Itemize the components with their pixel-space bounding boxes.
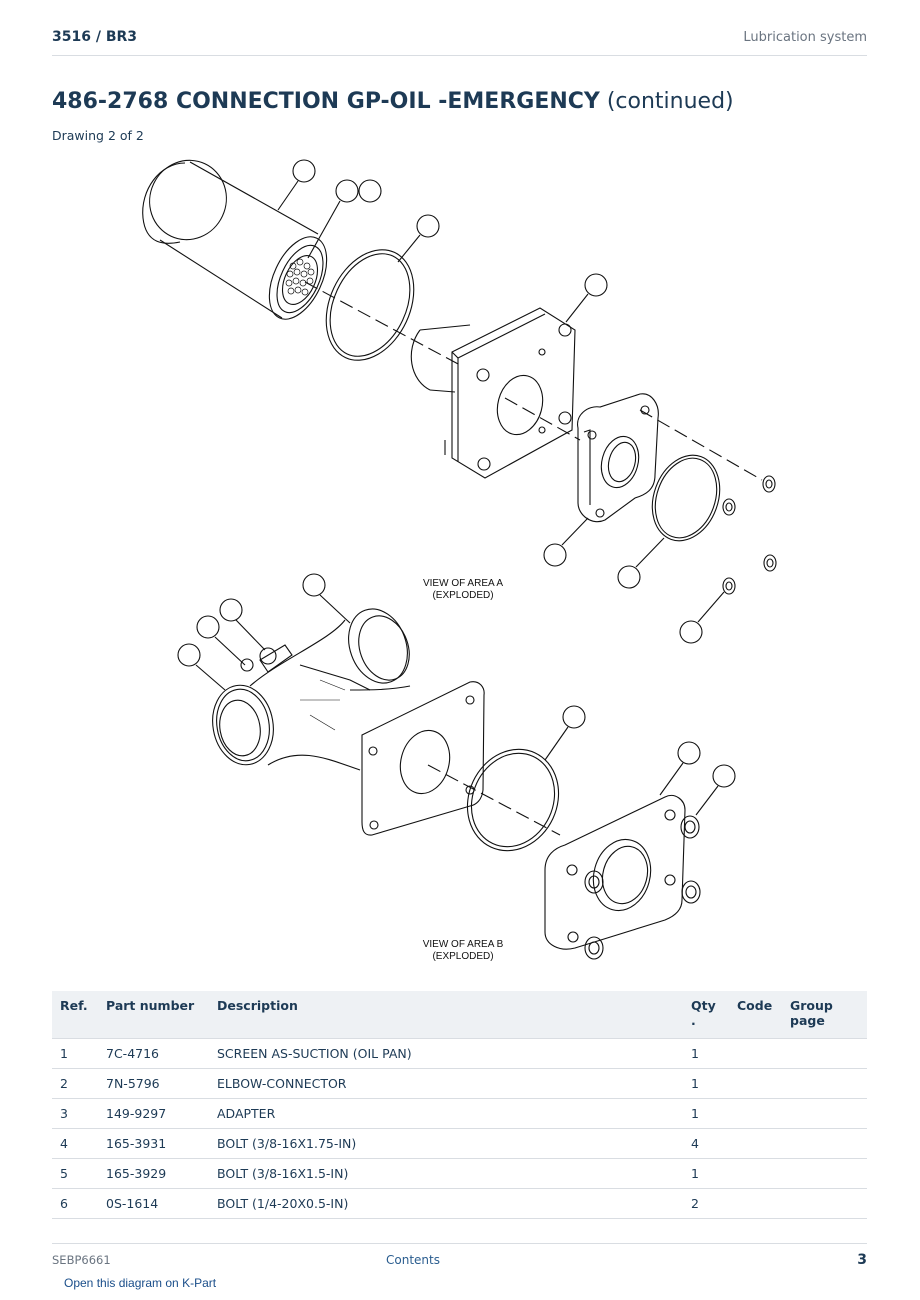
cell-description: BOLT (3/8-16X1.75-IN) (209, 1128, 683, 1159)
table-row: 3 149-9297 ADAPTER 1 (52, 1098, 867, 1129)
table-row: 4 165-3931 BOLT (3/8-16X1.75-IN) 4 (52, 1128, 867, 1159)
cell-group-page (782, 1128, 867, 1159)
cell-ref: 5 (52, 1158, 98, 1189)
footer-divider (52, 1243, 867, 1244)
contents-link[interactable]: Contents (386, 1253, 440, 1267)
drawing-label: Drawing 2 of 2 (52, 128, 144, 143)
cell-part-number: 7N-5796 (98, 1068, 209, 1099)
title-suffix: (continued) (606, 89, 734, 114)
cell-description: BOLT (1/4-20X0.5-IN) (209, 1188, 683, 1219)
view-a-label-line1: VIEW OF AREA A (423, 578, 503, 589)
cell-code (729, 1098, 782, 1129)
cell-group-page (782, 1158, 867, 1189)
cell-part-number: 149-9297 (98, 1098, 209, 1129)
col-header-code: Code (729, 991, 782, 1039)
cell-code (729, 1158, 782, 1189)
open-kpart-link[interactable]: Open this diagram on K-Part (64, 1276, 217, 1290)
cell-ref: 4 (52, 1128, 98, 1159)
table-row: 6 0S-1614 BOLT (1/4-20X0.5-IN) 2 (52, 1188, 867, 1219)
table-row: 1 7C-4716 SCREEN AS-SUCTION (OIL PAN) 1 (52, 1038, 867, 1069)
cell-code (729, 1038, 782, 1069)
title-main: 486-2768 CONNECTION GP-OIL -EMERGENCY (52, 89, 600, 114)
cell-qty: 1 (683, 1068, 729, 1099)
cell-description: ELBOW-CONNECTOR (209, 1068, 683, 1099)
view-b-label-line2: (EXPLODED) (432, 951, 493, 962)
cell-group-page (782, 1098, 867, 1129)
col-header-description: Description (209, 991, 683, 1039)
cell-group-page (782, 1188, 867, 1219)
cell-ref: 2 (52, 1068, 98, 1099)
cell-part-number: 7C-4716 (98, 1038, 209, 1069)
adapter-b-drawing (361, 681, 485, 836)
view-b-label-line1: VIEW OF AREA B (423, 939, 504, 950)
parts-diagram: VIEW OF AREA A (EXPLODED) VIEW OF AREA B… (142, 159, 777, 962)
cell-description: ADAPTER (209, 1098, 683, 1129)
table-row: 2 7N-5796 ELBOW-CONNECTOR 1 (52, 1068, 867, 1099)
cell-ref: 6 (52, 1188, 98, 1219)
header-model: 3516 / BR3 (52, 29, 138, 45)
col-header-group-page: Group page (782, 991, 867, 1039)
cell-qty: 1 (683, 1098, 729, 1129)
suction-screen-drawing (142, 159, 328, 320)
cell-part-number: 165-3931 (98, 1128, 209, 1159)
col-header-part-number: Part number (98, 991, 209, 1039)
header-section: Lubrication system (743, 30, 867, 45)
elbow-connector-drawing (212, 608, 411, 771)
cell-qty: 1 (683, 1158, 729, 1189)
adapter-a-drawing (410, 307, 576, 479)
col-header-ref: Ref. (52, 991, 98, 1039)
page-number: 3 (857, 1252, 867, 1268)
o-ring-a-drawing (325, 249, 415, 361)
page-title: 486-2768 CONNECTION GP-OIL -EMERGENCY (c… (52, 89, 734, 114)
cell-part-number: 0S-1614 (98, 1188, 209, 1219)
cell-description: SCREEN AS-SUCTION (OIL PAN) (209, 1038, 683, 1069)
footer-doc-id: SEBP6661 (52, 1253, 111, 1267)
cell-group-page (782, 1038, 867, 1069)
cell-ref: 1 (52, 1038, 98, 1069)
flange-a-drawing (577, 393, 659, 523)
cell-qty: 2 (683, 1188, 729, 1219)
cell-code (729, 1188, 782, 1219)
cell-qty: 4 (683, 1128, 729, 1159)
view-a-label-line2: (EXPLODED) (432, 590, 493, 601)
flange-b-drawing (544, 794, 686, 950)
table-row: 5 165-3929 BOLT (3/8-16X1.5-IN) 1 (52, 1158, 867, 1189)
cell-code (729, 1128, 782, 1159)
cell-group-page (782, 1068, 867, 1099)
cell-description: BOLT (3/8-16X1.5-IN) (209, 1158, 683, 1189)
cell-ref: 3 (52, 1098, 98, 1129)
parts-table-header: Ref. Part number Description Qty . Code … (52, 991, 867, 1039)
cell-part-number: 165-3929 (98, 1158, 209, 1189)
parts-table: Ref. Part number Description Qty . Code … (52, 991, 867, 1219)
header-divider (52, 55, 867, 56)
cell-qty: 1 (683, 1038, 729, 1069)
cell-code (729, 1068, 782, 1099)
col-header-qty: Qty . (683, 991, 729, 1039)
